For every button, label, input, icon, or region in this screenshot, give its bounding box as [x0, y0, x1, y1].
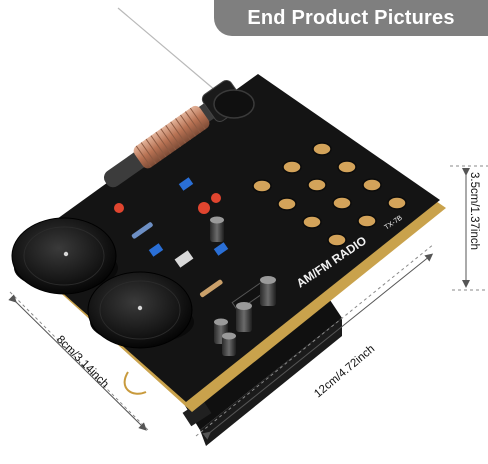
- antenna-wire: [117, 7, 223, 97]
- speaker-grille: [252, 142, 407, 247]
- tuning-knob: [11, 217, 118, 295]
- depth-dimension-label: 8cm/3.14inch: [54, 334, 111, 391]
- banner-title: End Product Pictures: [247, 6, 455, 29]
- title-banner: End Product Pictures: [214, 0, 488, 36]
- battery-wire-yellow: [123, 371, 147, 395]
- height-dimension-label: 3.5cm/1.37inch: [468, 172, 480, 250]
- ferrite-antenna: [103, 79, 255, 188]
